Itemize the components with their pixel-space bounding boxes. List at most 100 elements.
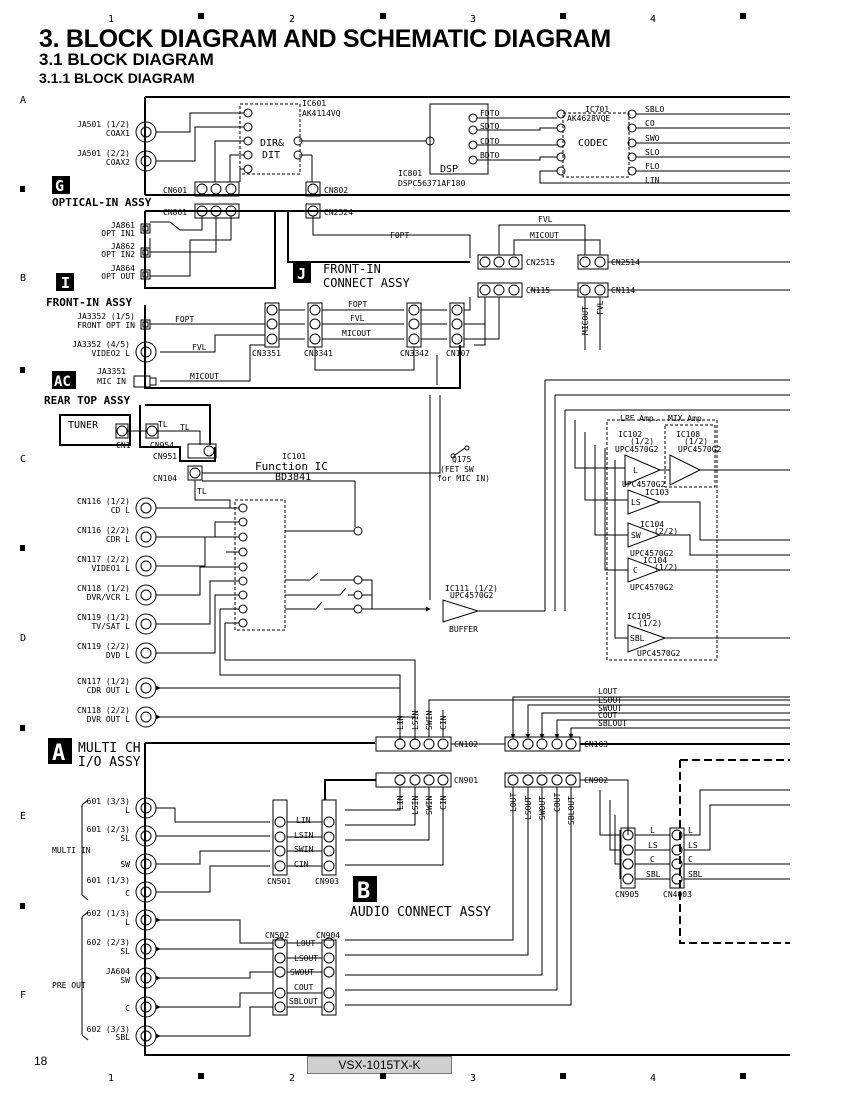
opt-in1-jack — [140, 223, 151, 234]
sig-fopt-top: FOPT — [390, 231, 409, 240]
m601-2-name: SL — [120, 834, 130, 843]
ruler-col-4: 4 — [650, 14, 656, 25]
sig-l-905: L — [650, 826, 655, 835]
ruler-row-a: A — [20, 95, 26, 106]
cn601-label: CN601 — [163, 186, 187, 195]
sig-co: CO — [645, 119, 655, 128]
mic-ref: JA3351 — [97, 367, 126, 376]
ic701-func: CODEC — [578, 138, 608, 149]
cn901-label: CN901 — [454, 776, 478, 785]
sig-fopt-mid: FOPT — [348, 300, 367, 309]
cn115-box — [477, 282, 523, 298]
ic601-ref: IC601 — [302, 99, 326, 108]
optout-ref: JA864 — [111, 264, 135, 273]
cn115-label: CN115 — [526, 286, 550, 295]
ruler-col-2: 2 — [289, 14, 295, 25]
ic601-func1: DIR& — [260, 138, 284, 149]
tvsat-name: TV/SAT L — [91, 622, 130, 631]
ic701-ref: IC701 — [585, 105, 609, 114]
cn951-box — [187, 443, 217, 459]
sig-swo: SWO — [645, 134, 660, 143]
assy-b-letter: B — [357, 879, 370, 904]
cn802-label: CN802 — [324, 186, 348, 195]
cn902-label: CN902 — [584, 776, 608, 785]
ic104b-part: UPC4570G2 — [630, 583, 674, 592]
q175-note2: for MIC IN) — [437, 474, 490, 483]
cn3351-label: CN3351 — [252, 349, 281, 358]
cn107-label: CN107 — [446, 349, 470, 358]
ic801-box — [429, 103, 489, 175]
ruler-row-c: C — [20, 454, 26, 465]
ruler-row-f: F — [20, 990, 26, 1001]
ic111-part: UPC4570G2 — [450, 591, 494, 600]
sig-swin-v1: SWIN — [425, 711, 434, 730]
cn502-label: CN502 — [265, 931, 289, 940]
sig-c-4003: C — [688, 855, 693, 864]
mic-name: MIC IN — [97, 377, 126, 386]
cn904-label: CN904 — [316, 931, 340, 940]
sig-lsin-v2: LSIN — [411, 796, 420, 815]
cd-ref: CN116 (1/2) — [77, 497, 130, 506]
sig-l-4003: L — [688, 826, 693, 835]
p602-1-name: L — [125, 918, 130, 927]
frontopt-name: FRONT OPT IN — [77, 321, 135, 330]
cn905-label: CN905 — [615, 890, 639, 899]
page-number: 18 — [34, 1054, 48, 1068]
ic102-unit: (1/2) — [630, 437, 654, 446]
ic105-ref: IC105 — [627, 612, 651, 621]
sig-fvl-left: FVL — [192, 343, 207, 352]
front-opt-jack — [140, 319, 151, 330]
cn861-label: CN861 — [163, 208, 187, 217]
m601-3-ref: 601 (3/3) — [87, 797, 130, 806]
m601-sw-name: SW — [120, 860, 130, 869]
model-label: VSX-1015TX-K — [307, 1056, 452, 1074]
sig-flo: FLO — [645, 162, 660, 171]
assy-g-name: OPTICAL-IN ASSY — [52, 196, 152, 209]
sig-fvl-mid: FVL — [350, 314, 365, 323]
ic105-part: UPC4570G2 — [637, 649, 681, 658]
ic108-unit: (1/2) — [684, 437, 708, 446]
sig-lout-c: LOUT — [296, 939, 315, 948]
cn501-label: CN501 — [267, 877, 291, 886]
opt1-ref: JA861 — [111, 221, 135, 230]
sig-tl-3: TL — [197, 487, 207, 496]
sig-c-905: C — [650, 855, 655, 864]
q175-note1: (FET SW — [440, 465, 474, 474]
mix-label: MIX Amp — [668, 414, 702, 423]
cn114-box — [577, 282, 609, 298]
sig-fopt-left: FOPT — [175, 315, 194, 324]
cn1-label: CN1 — [116, 441, 131, 450]
ic101-part: BD3841 — [275, 472, 311, 483]
sig-lsin-v1: LSIN — [411, 711, 420, 730]
cd-name: CD L — [111, 506, 130, 515]
ruler-col-2-bottom: 2 — [289, 1073, 295, 1084]
sig-cin-c: CIN — [294, 860, 309, 869]
sig-sdto: SDTO — [480, 122, 499, 131]
ic105-unit: (1/2) — [638, 619, 662, 628]
sig-ls-905: LS — [648, 841, 658, 850]
ic111-func: BUFFER — [449, 625, 478, 634]
ruler-col-1: 1 — [108, 14, 114, 25]
sig-tl-2: TL — [180, 423, 190, 432]
ic801-ref: IC801 — [398, 169, 422, 178]
p602-3-ref: 602 (3/3) — [87, 1025, 130, 1034]
sig-lin-v2: LIN — [396, 795, 405, 810]
cn114-label: CN114 — [611, 286, 635, 295]
tuner-box — [59, 414, 131, 446]
assy-a-name2: I/O ASSY — [78, 755, 141, 770]
ja604-name: SW — [120, 976, 130, 985]
optout-name: OPT OUT — [101, 272, 135, 281]
ic601-func2: DIT — [262, 150, 280, 161]
opt-in2-jack — [140, 247, 151, 258]
ruler-col-1-bottom: 1 — [108, 1073, 114, 1084]
ic104b-ref: IC104 — [643, 556, 667, 565]
cn2524-label: CN2524 — [324, 208, 353, 217]
ic104a-unit: (2/2) — [654, 527, 678, 536]
opt2-name: OPT IN2 — [101, 250, 135, 259]
sig-micout-left: MICOUT — [190, 372, 219, 381]
cn104-label: CN104 — [153, 474, 177, 483]
coax1-name: COAX1 — [106, 129, 130, 138]
dvrout-ref: CN118 (2/2) — [77, 706, 130, 715]
cn103-label: CN103 — [584, 740, 608, 749]
sig-sblout-r: SBLOUT — [598, 719, 627, 728]
